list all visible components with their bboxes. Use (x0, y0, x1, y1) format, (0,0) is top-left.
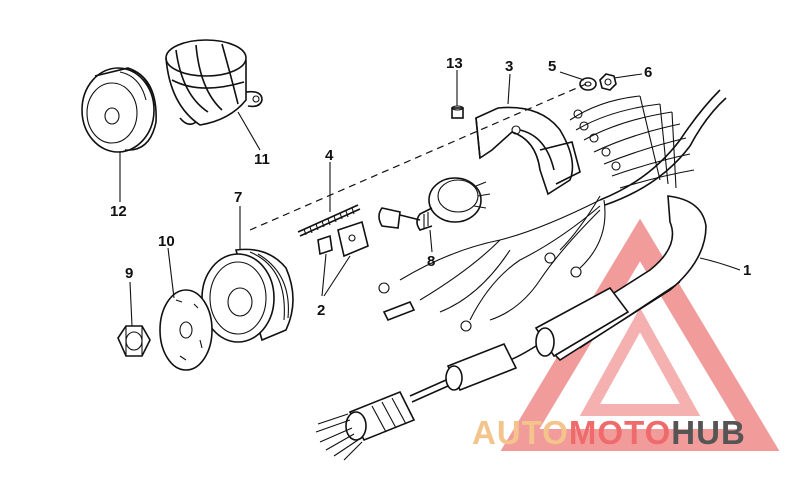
svg-text:AUTOMOTOHUB: AUTOMOTOHUB (472, 414, 746, 451)
callout-7: 7 (234, 189, 242, 206)
callout-2: 2 (317, 302, 325, 319)
alignment-line (249, 83, 587, 231)
leader-lines (119, 70, 741, 327)
callout-4: 4 (325, 147, 334, 164)
callout-6: 6 (644, 64, 652, 81)
part-10-decal-plate (159, 289, 213, 371)
part-1-wiring-harness (315, 89, 727, 461)
watermark-part-moto: MOTO (569, 414, 671, 451)
part-12-gauge-cover (81, 67, 157, 153)
callout-11: 11 (254, 151, 270, 168)
callout-10: 10 (158, 233, 175, 250)
part-6-nut (599, 73, 617, 91)
callout-12: 12 (110, 203, 127, 220)
part-8-ignition-switch (378, 177, 491, 231)
part-9-hex-nut (117, 325, 151, 357)
part-11-mounting-bracket (165, 39, 263, 126)
part-7-gauge-body (201, 248, 294, 343)
callout-9: 9 (125, 265, 133, 282)
callout-13: 13 (446, 55, 463, 72)
callout-labels: 1 2 3 4 5 6 7 8 9 10 11 12 13 (110, 55, 751, 319)
part-13-pin (451, 105, 464, 119)
part-2-clips (317, 220, 369, 258)
callout-1: 1 (743, 262, 751, 279)
callout-8: 8 (427, 253, 435, 270)
callout-3: 3 (505, 58, 513, 75)
callout-5: 5 (548, 58, 556, 75)
watermark-part-auto: AUTO (472, 414, 569, 451)
part-3-clamp (475, 106, 581, 196)
part-4-threaded-stud (297, 204, 361, 237)
watermark-text: AUTOMOTOHUB (472, 414, 746, 451)
watermark-part-hub: HUB (671, 414, 746, 451)
